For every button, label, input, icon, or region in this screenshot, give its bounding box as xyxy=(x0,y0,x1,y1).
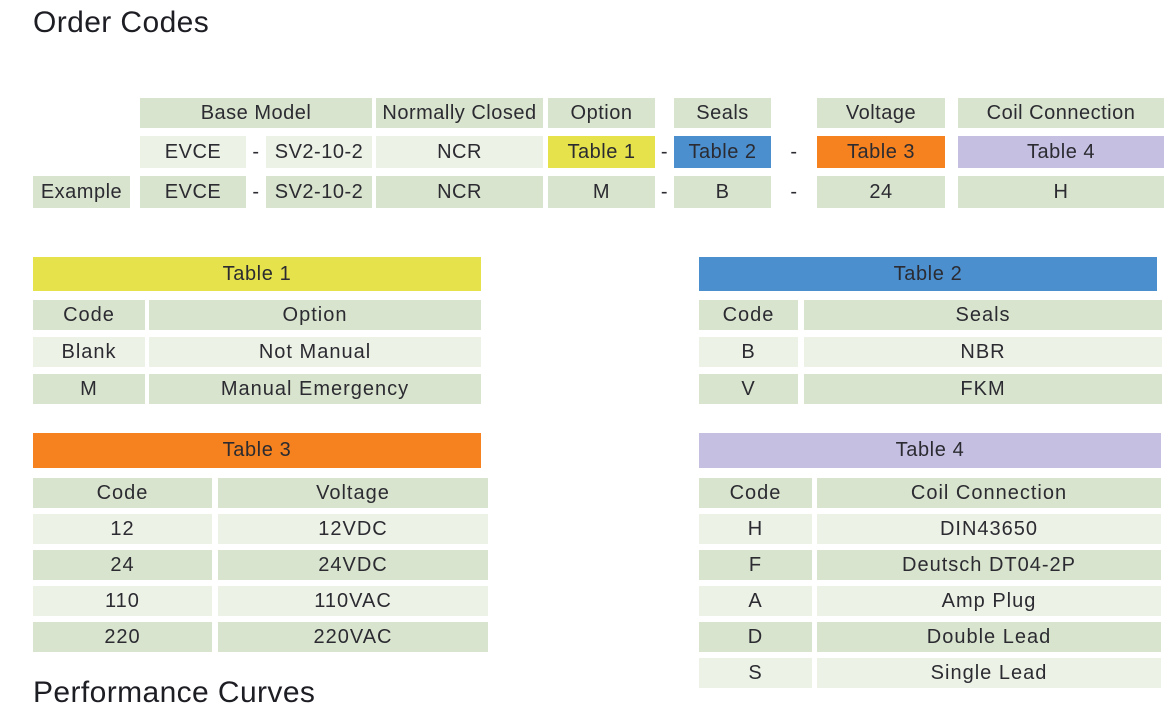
table4-code-header: Code xyxy=(699,478,812,508)
table4-value-cell: Deutsch DT04-2P xyxy=(817,550,1161,580)
example-label: Example xyxy=(33,176,130,208)
order-code-table: Base Model Normally Closed Option Seals … xyxy=(33,98,1164,208)
table2-code-cell: B xyxy=(699,337,798,367)
table-row: 24 24VDC xyxy=(33,550,488,580)
example-option: M xyxy=(548,176,655,208)
code-dash-2: - xyxy=(660,140,669,163)
table3-value-cell: 12VDC xyxy=(218,514,488,544)
header-base-model: Base Model xyxy=(140,98,372,128)
header-voltage: Voltage xyxy=(817,98,945,128)
table-row: A Amp Plug xyxy=(699,586,1161,616)
table-row: D Double Lead xyxy=(699,622,1161,652)
code-base-prefix: EVCE xyxy=(140,136,246,168)
table3-value-cell: 110VAC xyxy=(218,586,488,616)
header-coil-connection: Coil Connection xyxy=(958,98,1164,128)
table1-code-cell: Blank xyxy=(33,337,145,367)
table-row: M Manual Emergency xyxy=(33,374,481,404)
table2-code-cell: V xyxy=(699,374,798,404)
code-seals-table2-ref: Table 2 xyxy=(674,136,771,168)
code-dash-3: - xyxy=(790,140,798,163)
table2-title: Table 2 xyxy=(699,257,1157,291)
code-coil-table4-ref: Table 4 xyxy=(958,136,1164,168)
table4-code-cell: D xyxy=(699,622,812,652)
code-normally-closed: NCR xyxy=(376,136,543,168)
table-row: 220 220VAC xyxy=(33,622,488,652)
table-row: 12 12VDC xyxy=(33,514,488,544)
table4-code-cell: F xyxy=(699,550,812,580)
example-base-prefix: EVCE xyxy=(140,176,246,208)
table2-value-header: Seals xyxy=(804,300,1162,330)
example-coil-connection: H xyxy=(958,176,1164,208)
table2-value-cell: FKM xyxy=(804,374,1162,404)
table3-code-header: Code xyxy=(33,478,212,508)
table-row: Blank Not Manual xyxy=(33,337,481,367)
example-normally-closed: NCR xyxy=(376,176,543,208)
example-dash-1: - xyxy=(252,180,260,203)
table4-title: Table 4 xyxy=(699,433,1161,468)
table4-value-header: Coil Connection xyxy=(817,478,1161,508)
table1-code-cell: M xyxy=(33,374,145,404)
next-section-title: Performance Curves xyxy=(33,676,316,709)
table-row: V FKM xyxy=(699,374,1162,404)
example-dash-3: - xyxy=(790,180,798,203)
table1-value-cell: Not Manual xyxy=(149,337,481,367)
code-voltage-table3-ref: Table 3 xyxy=(817,136,945,168)
table4-value-cell: Single Lead xyxy=(817,658,1161,688)
header-seals: Seals xyxy=(674,98,771,128)
table1-code-header: Code xyxy=(33,300,145,330)
table1-title: Table 1 xyxy=(33,257,481,291)
table3-code-cell: 220 xyxy=(33,622,212,652)
table4-value-cell: DIN43650 xyxy=(817,514,1161,544)
table1-value-cell: Manual Emergency xyxy=(149,374,481,404)
table3-voltage: Table 3 Code Voltage 12 12VDC 24 24VDC 1… xyxy=(33,433,488,652)
page-title: Order Codes xyxy=(33,6,210,39)
table2-value-cell: NBR xyxy=(804,337,1162,367)
example-base-model: SV2-10-2 xyxy=(266,176,372,208)
table-row: B NBR xyxy=(699,337,1162,367)
table-row: F Deutsch DT04-2P xyxy=(699,550,1161,580)
table-row: H DIN43650 xyxy=(699,514,1161,544)
code-option-table1-ref: Table 1 xyxy=(548,136,655,168)
example-dash-2: - xyxy=(660,180,669,203)
table1-option: Table 1 Code Option Blank Not Manual M M… xyxy=(33,257,481,404)
example-voltage: 24 xyxy=(817,176,945,208)
table4-code-cell: H xyxy=(699,514,812,544)
table3-title: Table 3 xyxy=(33,433,481,468)
table2-seals: Table 2 Code Seals B NBR V FKM xyxy=(699,257,1162,404)
table3-value-cell: 24VDC xyxy=(218,550,488,580)
table4-value-cell: Amp Plug xyxy=(817,586,1161,616)
table4-value-cell: Double Lead xyxy=(817,622,1161,652)
table4-coil-connection: Table 4 Code Coil Connection H DIN43650 … xyxy=(699,433,1161,688)
table3-value-cell: 220VAC xyxy=(218,622,488,652)
table4-code-cell: A xyxy=(699,586,812,616)
code-dash-1: - xyxy=(252,140,260,163)
code-base-model: SV2-10-2 xyxy=(266,136,372,168)
table4-code-cell: S xyxy=(699,658,812,688)
table-row: 110 110VAC xyxy=(33,586,488,616)
header-option: Option xyxy=(548,98,655,128)
table3-code-cell: 24 xyxy=(33,550,212,580)
table3-code-cell: 12 xyxy=(33,514,212,544)
example-seals: B xyxy=(674,176,771,208)
header-normally-closed: Normally Closed xyxy=(376,98,543,128)
table2-code-header: Code xyxy=(699,300,798,330)
table1-value-header: Option xyxy=(149,300,481,330)
table3-code-cell: 110 xyxy=(33,586,212,616)
table3-value-header: Voltage xyxy=(218,478,488,508)
table-row: S Single Lead xyxy=(699,658,1161,688)
